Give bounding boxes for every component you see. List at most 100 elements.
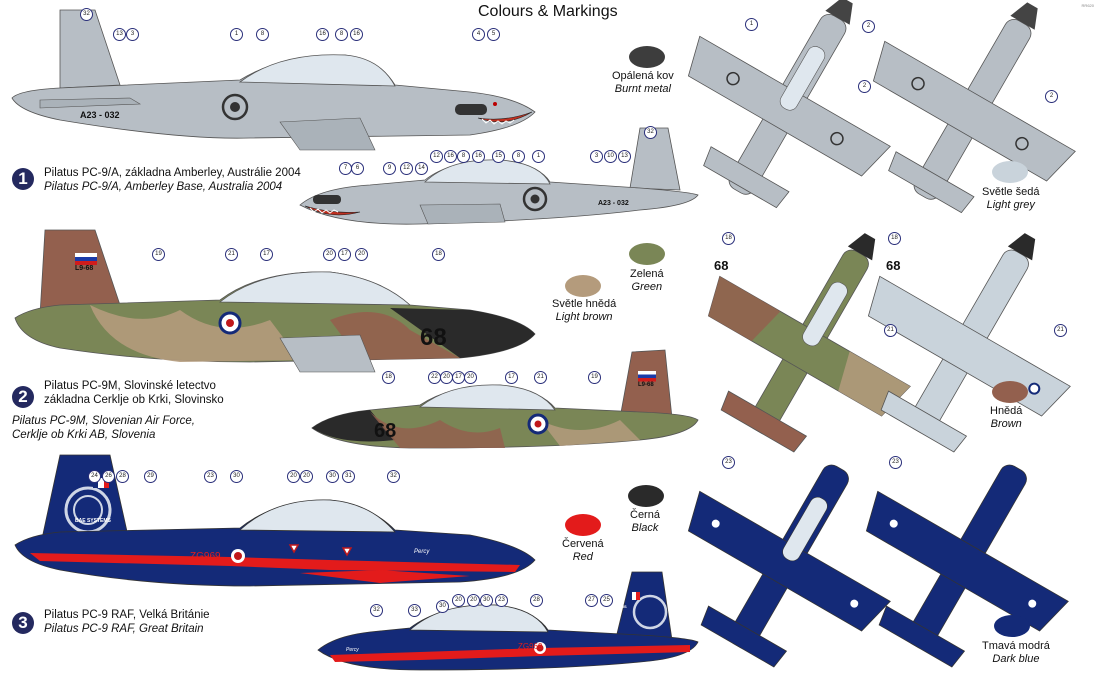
callout-marker: 17: [260, 248, 273, 261]
s2-plan-view-upper: [707, 233, 911, 453]
s3-plan-view-upper: [687, 464, 891, 668]
callout-marker: 20: [300, 470, 313, 483]
callout-marker: 21: [534, 371, 547, 384]
corner-code: RR620: [1081, 3, 1094, 8]
callout-marker: 29: [144, 470, 157, 483]
s2-side-view-top: [14, 229, 536, 373]
callout-marker: 25: [600, 594, 613, 607]
callout-marker: 30: [230, 470, 243, 483]
callout-marker: 28: [116, 470, 129, 483]
callout-marker: 20: [452, 594, 465, 607]
s2-reg-top: L9-68: [75, 265, 94, 272]
s2-code-plan-lower: 68: [886, 258, 901, 273]
callout-marker: 18: [722, 232, 735, 245]
page-title: Colours & Markings: [478, 3, 618, 20]
callout-marker: 16: [350, 28, 363, 41]
callout-marker: 16: [444, 150, 457, 163]
callout-marker: 13: [618, 150, 631, 163]
callout-marker: 27: [585, 594, 598, 607]
callout-marker: 33: [408, 604, 421, 617]
s2-code-plan-upper: 68: [714, 258, 729, 273]
callout-marker: 17: [505, 371, 518, 384]
callout-marker: 31: [342, 470, 355, 483]
callout-marker: 21: [1054, 324, 1067, 337]
section-2-caption-en: Pilatus PC-9M, Slovenian Air Force, Cerk…: [12, 415, 196, 441]
callout-marker: 5: [487, 28, 500, 41]
s1-side-view-bottom: [299, 127, 699, 225]
swatch-disc-light-brown: [565, 275, 601, 297]
callout-marker: 16: [472, 150, 485, 163]
callout-marker: 9: [383, 162, 396, 175]
callout-marker: 23: [204, 470, 217, 483]
callout-marker: 6: [351, 162, 364, 175]
s3-name-top: Percy: [414, 549, 430, 555]
callout-marker: 8: [256, 28, 269, 41]
s2-plan-view-lower: [867, 233, 1071, 453]
callout-marker: 26: [102, 470, 115, 483]
s1-plan-view-upper: [687, 0, 891, 209]
callout-marker: 15: [492, 150, 505, 163]
callout-marker: 21: [225, 248, 238, 261]
callout-marker: 32: [644, 126, 657, 139]
callout-marker: 20: [287, 470, 300, 483]
callout-marker: 21: [884, 324, 897, 337]
s3-sponsor-top: BAE SYSTEMS: [75, 518, 111, 524]
s3-plan-view-lower: [865, 464, 1069, 668]
callout-marker: 14: [415, 162, 428, 175]
callout-marker: 3: [126, 28, 139, 41]
section-2-caption-cz: Pilatus PC-9M, Slovinské letectvo základ…: [44, 380, 224, 406]
s1-side-view-top: [11, 9, 536, 151]
s1-reg-top: A23 - 032: [80, 110, 120, 120]
s3-sponsor-bottom: BAE SYSTEMS: [598, 604, 627, 609]
callout-marker: 30: [480, 594, 493, 607]
callout-marker: 18: [888, 232, 901, 245]
callout-marker: 2: [1045, 90, 1058, 103]
callout-marker: 32: [387, 470, 400, 483]
callout-marker: 20: [464, 371, 477, 384]
callout-marker: 8: [335, 28, 348, 41]
callout-marker: 13: [113, 28, 126, 41]
callout-marker: 30: [436, 600, 449, 613]
callout-marker: 32: [370, 604, 383, 617]
callout-marker: 28: [530, 594, 543, 607]
s3-reg-bottom: ZG969: [518, 642, 543, 651]
callout-marker: 1: [532, 150, 545, 163]
s2-code-top: 68: [420, 324, 447, 351]
swatch-discs: [565, 46, 1030, 637]
s2-reg-bottom: L9-68: [638, 382, 654, 388]
s2-side-view-bottom: [311, 349, 699, 449]
swatch-disc-black: [628, 485, 664, 507]
callout-marker: 1: [745, 18, 758, 31]
callout-marker: 17: [338, 248, 351, 261]
s2-code-bottom: 68: [374, 420, 397, 442]
callout-marker: 24: [88, 470, 101, 483]
callout-marker: 19: [152, 248, 165, 261]
callout-marker: 10: [604, 150, 617, 163]
callout-marker: 16: [316, 28, 329, 41]
callout-marker: 23: [889, 456, 902, 469]
s1-reg-bottom: A23 - 032: [598, 200, 629, 207]
swatch-disc-brown: [992, 381, 1028, 403]
swatch-disc-burnt-metal: [629, 46, 665, 68]
callout-marker: 2: [862, 20, 875, 33]
section-2-number: 2: [12, 386, 34, 408]
callout-marker: 23: [495, 594, 508, 607]
callout-marker: 19: [588, 371, 601, 384]
callout-marker: 23: [722, 456, 735, 469]
callout-marker: 20: [467, 594, 480, 607]
swatch-disc-light-grey: [992, 161, 1028, 183]
callout-marker: 20: [355, 248, 368, 261]
s1-plan-view-lower: [872, 2, 1076, 214]
section-3-number: 3: [12, 612, 34, 634]
callout-marker: 12: [400, 162, 413, 175]
section-3-caption: Pilatus PC-9 RAF, Velká Británie Pilatus…: [44, 609, 210, 635]
